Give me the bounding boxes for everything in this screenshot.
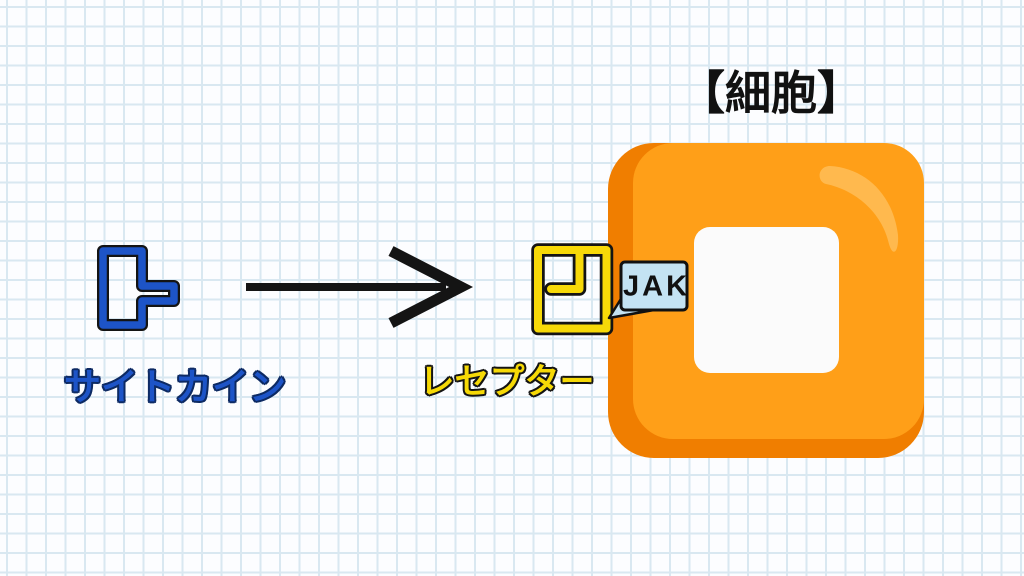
cell-nucleus (694, 227, 839, 373)
cytokine-shape (97, 245, 180, 331)
cell-gloss-highlight (819, 166, 899, 252)
jak-bubble-box (619, 260, 689, 312)
cytokine-band (99, 247, 178, 329)
diagram-title: 【細胞】 (679, 67, 863, 119)
jak-label: JAK (622, 270, 691, 303)
receptor-band-ring (534, 246, 611, 333)
jak-bubble (607, 260, 689, 320)
arrow-right (246, 246, 474, 328)
cell-shape (608, 143, 924, 458)
arrow-head (388, 246, 474, 328)
receptor-shape (531, 243, 614, 336)
receptor-band-hook (547, 247, 584, 293)
receptor-label: レセプター (419, 362, 595, 402)
cytokine-label: サイトカイン (64, 366, 286, 408)
